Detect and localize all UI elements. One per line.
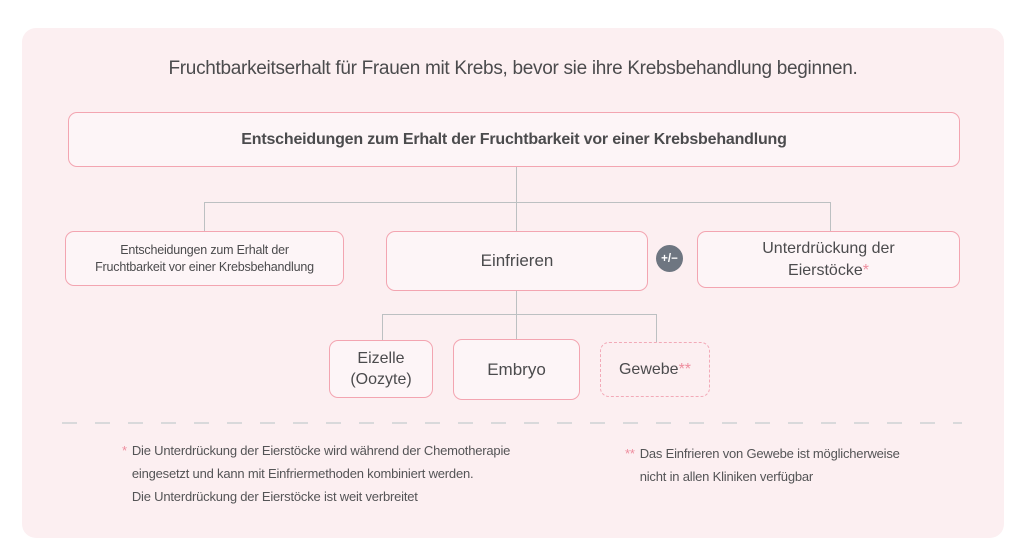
node-embryo: Embryo	[453, 339, 580, 400]
footnote-suppression: * Die Unterdrückung der Eierstöcke wird …	[122, 439, 572, 508]
connector-drop-egg	[382, 314, 383, 340]
node-egg-oocyte-label: Eizelle (Oozyte)	[350, 350, 412, 388]
connector-level3-rail	[382, 314, 657, 315]
node-decisions-label: Entscheidungen zum Erhalt der Fruchtbark…	[95, 242, 314, 274]
footnote-marker-tissue: **	[678, 360, 692, 378]
node-tissue: Gewebe**	[600, 342, 710, 397]
footnote-tissue-text: Das Einfrieren von Gewebe ist möglicherw…	[639, 446, 900, 484]
node-freezing: Einfrieren	[386, 231, 648, 291]
node-tissue-text: Gewebe	[618, 360, 679, 378]
node-ovarian-suppression: Unterdrückung der Eierstöcke*	[697, 231, 960, 288]
footnote-suppression-text: Die Unterdrückung der Eierstöcke wird wä…	[131, 443, 511, 504]
node-ovarian-suppression-label: Unterdrückung der Eierstöcke*	[762, 238, 895, 282]
connector-drop-suppression	[830, 202, 831, 231]
infographic-card: Fruchtbarkeitserhalt für Frauen mit Kreb…	[22, 28, 1004, 538]
node-root-decisions: Entscheidungen zum Erhalt der Fruchtbark…	[68, 112, 960, 167]
node-embryo-label: Embryo	[487, 359, 546, 379]
connector-drop-freezing	[516, 202, 517, 231]
connector-level2-rail	[204, 202, 831, 203]
node-ovarian-suppression-text: Unterdrückung der Eierstöcke	[762, 239, 895, 279]
connector-drop-decisions	[204, 202, 205, 231]
plus-minus-badge: +/−	[656, 245, 683, 272]
connector-freezing-stem	[516, 291, 517, 314]
connector-drop-embryo	[516, 314, 517, 339]
connector-root-stem	[516, 167, 517, 202]
page-title: Fruchtbarkeitserhalt für Frauen mit Kreb…	[168, 58, 858, 79]
node-tissue-label: Gewebe**	[619, 361, 691, 379]
footnote-suppression-marker: *	[122, 443, 127, 458]
plus-minus-badge-label: +/−	[661, 252, 678, 265]
footnote-tissue: ** Das Einfrieren von Gewebe ist möglich…	[625, 442, 995, 488]
dashed-divider	[62, 422, 962, 424]
connector-drop-tissue	[656, 314, 657, 342]
footnote-marker-suppression: *	[862, 261, 869, 279]
node-decisions: Entscheidungen zum Erhalt der Fruchtbark…	[65, 231, 344, 286]
node-freezing-label: Einfrieren	[480, 251, 554, 270]
node-egg-oocyte: Eizelle (Oozyte)	[329, 340, 433, 398]
footnote-tissue-marker: **	[625, 446, 635, 461]
node-root-decisions-label: Entscheidungen zum Erhalt der Fruchtbark…	[241, 130, 787, 148]
